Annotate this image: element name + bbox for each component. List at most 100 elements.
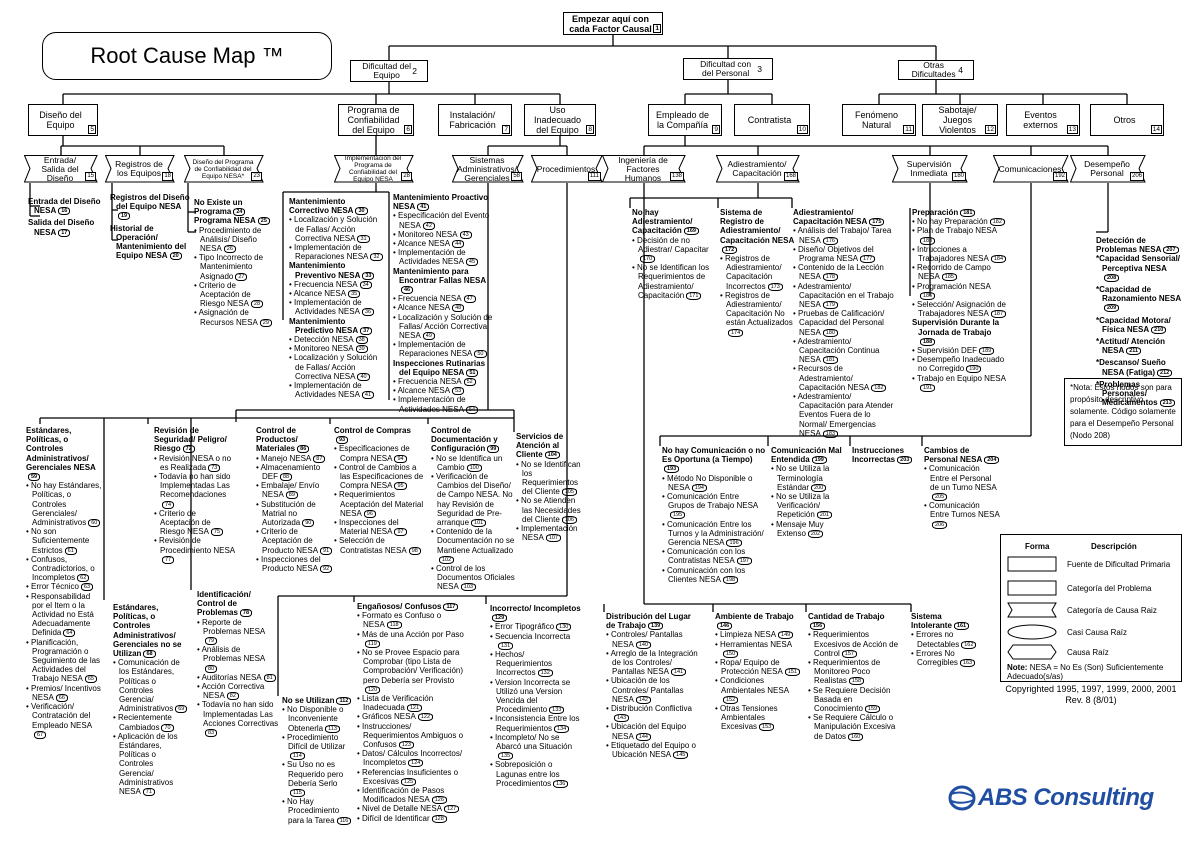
- root-cause[interactable]: • No se Identifican los Requerimientos d…: [632, 263, 714, 300]
- root-cause[interactable]: • Recursos de Adestramiento/ Capacitació…: [793, 364, 895, 392]
- root-cause[interactable]: • Arreglo de la Integración de los Contr…: [606, 649, 702, 677]
- root-cause[interactable]: • Pruebas de Calificación/ Capacidad del…: [793, 309, 895, 337]
- near-root-cause[interactable]: Supervisión Durante la Jornada de Trabaj…: [912, 318, 1008, 346]
- root-cause[interactable]: • Todavía no han sido Implementadas Las …: [154, 472, 236, 509]
- root-cause[interactable]: • Más de una Acción por Paso119: [357, 630, 465, 648]
- root-cause[interactable]: • Verificación/ Contratación del Emplead…: [26, 702, 102, 739]
- root-cause[interactable]: • No hay Estándares, Políticas, o Contro…: [26, 481, 102, 527]
- root-cause-category-node[interactable]: Implementación del Programa de Confiabil…: [334, 155, 414, 183]
- root-cause[interactable]: • Control de Cambios a las Especificacio…: [334, 463, 424, 491]
- root-cause[interactable]: • Registros de Adiestramiento/ Capacitac…: [720, 254, 796, 291]
- near-root-cause[interactable]: Control de Documentación y Configuración…: [431, 426, 517, 454]
- root-cause[interactable]: • Condiciones Ambientales NESA152: [715, 676, 801, 704]
- root-cause[interactable]: • Requerimientos Excesivos de Acción de …: [808, 630, 900, 658]
- root-cause[interactable]: • Confusos, Contradictorios, o Incomplet…: [26, 555, 102, 583]
- root-cause[interactable]: • Aplicación de los Estándares, Política…: [113, 732, 189, 796]
- root-cause[interactable]: • Comunicación de los Estándares, Políti…: [113, 658, 189, 713]
- near-root-cause[interactable]: Sistema de Registro de Adiestramiento/ C…: [720, 208, 796, 254]
- start-node[interactable]: Empezar aquí con cada Factor Causal 1: [563, 12, 663, 35]
- near-root-cause[interactable]: Incorrecto/ Incompletos129: [490, 604, 582, 623]
- root-cause[interactable]: • Adestramiento/ Capacitación en el Trab…: [793, 282, 895, 310]
- root-cause[interactable]: • Requerimientos Aceptación del Material…: [334, 490, 424, 518]
- root-cause[interactable]: • Comunicación Entre Grupos de Trabajo N…: [662, 492, 766, 520]
- root-cause[interactable]: • Adestramiento/ Capacitación para Atend…: [793, 392, 895, 438]
- root-cause[interactable]: Registros del Diseño del Equipo NESA19: [110, 193, 190, 221]
- root-cause[interactable]: • No se Utiliza la Terminología Estándar…: [771, 464, 849, 492]
- root-cause[interactable]: • Adestramiento/ Capacitación Continua N…: [793, 337, 895, 365]
- root-cause[interactable]: • Reporte de Problemas NESA79: [197, 618, 279, 646]
- root-cause[interactable]: • Tipo Incorrecto de Mantenimiento Asign…: [194, 253, 274, 281]
- root-cause[interactable]: *Capacidad Sensorial/ Perceptiva NESA208: [1096, 254, 1184, 282]
- root-cause[interactable]: • Todavía no han sido Implementadas Las …: [197, 700, 279, 737]
- root-cause[interactable]: • Planificación, Programación o Seguimie…: [26, 638, 102, 684]
- root-cause[interactable]: • Decisión de no Adiestrar/ Capacitar170: [632, 236, 714, 264]
- root-cause[interactable]: • Contenido de la Documentación no se Ma…: [431, 527, 517, 564]
- root-cause[interactable]: • Revisión de Procedimiento NESA77: [154, 536, 236, 564]
- root-cause[interactable]: • Herramientas NESA150: [715, 640, 801, 658]
- root-cause[interactable]: • Secuencia Incorrecta131: [490, 632, 582, 650]
- root-cause[interactable]: • Verificación de Cambios del Diseño/ de…: [431, 472, 517, 527]
- root-cause[interactable]: • Registros de Adiestramiento/ Capacitac…: [720, 291, 796, 337]
- root-cause[interactable]: • Sobreposición o Lagunas entre los Proc…: [490, 760, 582, 788]
- root-cause[interactable]: • Plan de Trabajo NESA183: [912, 226, 1008, 245]
- root-cause[interactable]: • No se Provee Espacio para Comprobar (t…: [357, 648, 465, 694]
- root-cause[interactable]: • Incompleto/ No se Abarcó una Situación…: [490, 733, 582, 761]
